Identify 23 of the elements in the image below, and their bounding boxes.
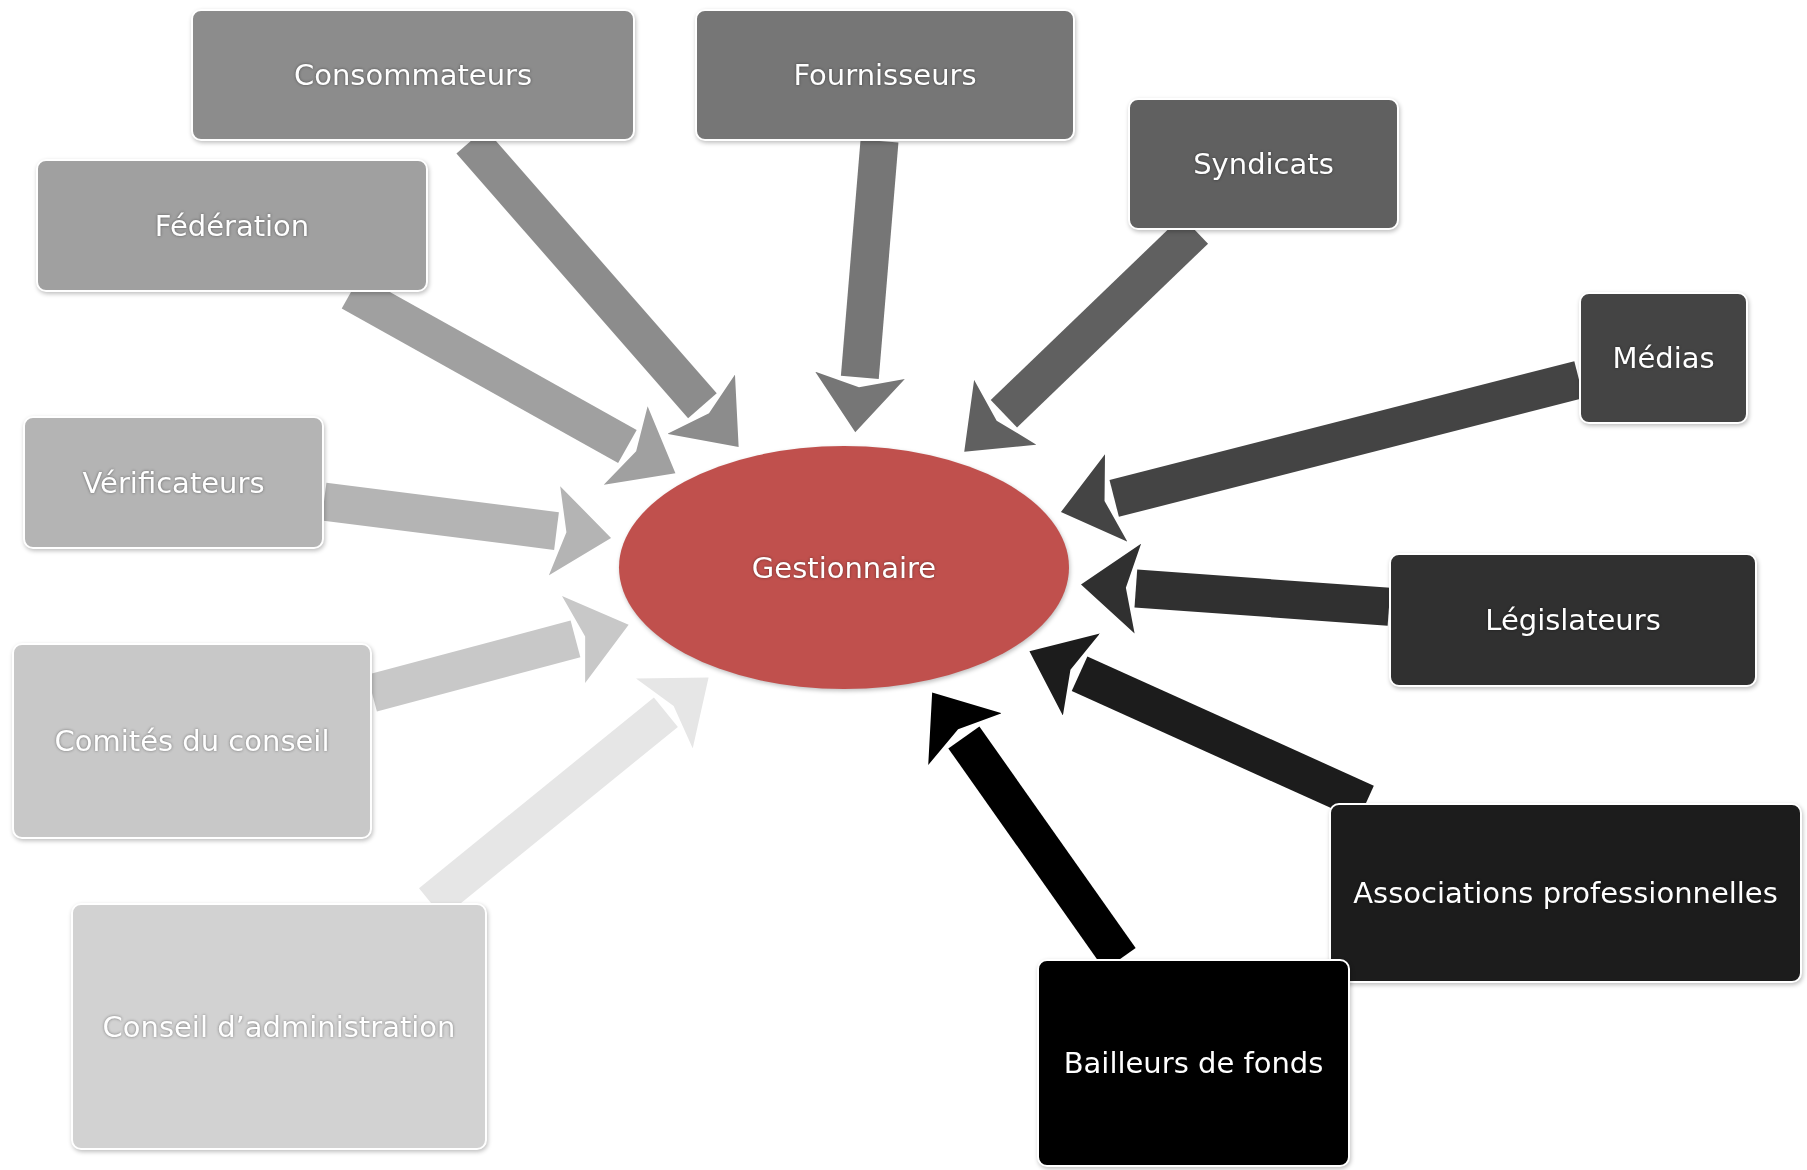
node-label: Gestionnaire: [750, 550, 938, 585]
node-label: Fédération: [153, 208, 311, 243]
stakeholder-box: [1128, 98, 1399, 230]
stakeholder-box: [23, 416, 324, 549]
block-arrow: [1081, 543, 1391, 634]
node-label: Législateurs: [1484, 603, 1662, 637]
node-label: Médias: [1611, 341, 1716, 375]
node-label: Vérificateurs: [81, 465, 266, 500]
stakeholder-box: [695, 9, 1075, 141]
stakeholder-box: [36, 159, 428, 292]
block-arrow: [815, 139, 905, 433]
node-label: Bailleurs de fonds: [1062, 1046, 1325, 1080]
stakeholder-box: [1329, 803, 1802, 983]
stakeholder-box: [1389, 553, 1757, 687]
node-label: Associations professionnelles: [1352, 876, 1779, 910]
node-label: Consommateurs: [292, 58, 534, 92]
node-label: Fournisseurs: [792, 58, 978, 92]
stakeholder-box: [1579, 292, 1748, 424]
node-label: Syndicats: [1192, 147, 1335, 181]
stakeholder-box: [71, 903, 487, 1150]
stakeholder-box: [1037, 959, 1350, 1167]
stakeholder-box: [191, 9, 635, 141]
stakeholder-box: [12, 643, 372, 839]
